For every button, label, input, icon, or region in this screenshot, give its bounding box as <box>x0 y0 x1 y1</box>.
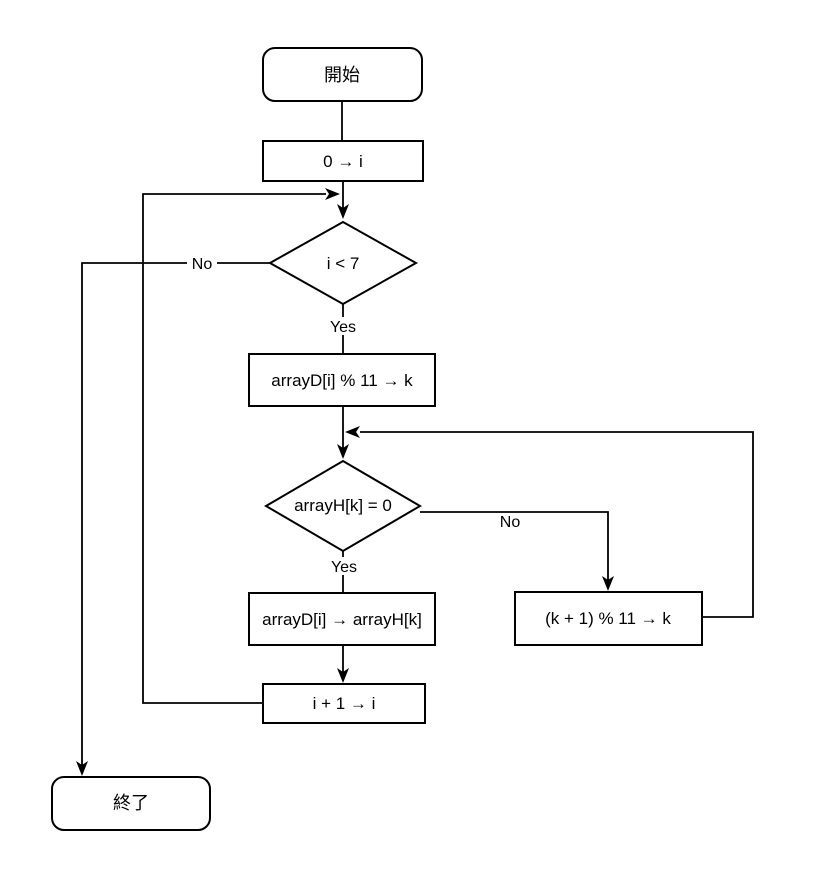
increment-i-shape <box>262 683 426 724</box>
edge-label-layer: Yes No Yes No <box>187 254 525 576</box>
probe-condition-label: arrayH[k] = 0 <box>294 496 392 515</box>
probe-yes-label-bg <box>328 557 361 575</box>
node-probe-condition: arrayH[k] = 0 <box>264 459 422 553</box>
start-terminal-label: 開始 <box>324 65 360 85</box>
edge-loop-no-to-end <box>81 262 270 772</box>
arrowhead-into-end <box>76 761 88 776</box>
loop-no-label: No <box>192 256 213 273</box>
end-terminal-label: 終了 <box>113 793 149 813</box>
loop-condition-diamond <box>267 220 419 306</box>
edge-probe-no <box>420 511 609 587</box>
increment-i-label: i + 1 → i <box>313 694 376 713</box>
edge-layer <box>76 101 754 776</box>
arrowhead-into-rehash <box>602 576 614 591</box>
edge-rehash-loopback <box>360 431 754 618</box>
node-hash-calc: arrayD[i] % 11 → k <box>248 353 436 407</box>
node-init-i: 0 → i <box>262 140 424 182</box>
loop-yes-label-bg <box>327 317 360 335</box>
rehash-label: (k + 1) % 11 → k <box>545 609 671 628</box>
arrowhead-into-increment <box>337 668 349 683</box>
arrowhead-loopback-merge <box>325 188 340 200</box>
node-end: 終了 <box>51 776 211 831</box>
hash-calc-shape <box>248 353 436 407</box>
node-store-value: arrayD[i] → arrayH[k] <box>248 592 436 646</box>
start-terminal-shape <box>262 47 423 102</box>
init-i-shape <box>262 140 424 182</box>
loop-yes-label: Yes <box>330 319 356 336</box>
node-loop-condition: i < 7 <box>267 220 419 306</box>
loop-no-label-bg <box>187 254 217 271</box>
rehash-shape <box>514 591 703 646</box>
store-value-shape <box>248 592 436 646</box>
init-i-label: 0 → i <box>323 152 363 171</box>
end-terminal-shape <box>51 776 211 831</box>
store-value-label: arrayD[i] → arrayH[k] <box>262 610 422 629</box>
probe-condition-diamond <box>264 459 422 553</box>
node-start: 開始 <box>262 47 423 102</box>
arrowhead-rehash-merge <box>345 426 360 438</box>
node-increment-i: i + 1 → i <box>262 683 426 724</box>
loop-condition-label: i < 7 <box>327 254 360 273</box>
arrowhead-into-probe-condition <box>337 444 349 459</box>
hash-calc-label: arrayD[i] % 11 → k <box>271 371 413 390</box>
probe-no-label: No <box>500 514 521 531</box>
probe-no-label-bg <box>495 514 525 529</box>
node-rehash: (k + 1) % 11 → k <box>514 591 703 646</box>
arrowhead-into-loop-condition <box>337 204 349 219</box>
edge-increment-loopback <box>142 193 326 704</box>
probe-yes-label: Yes <box>331 559 357 576</box>
